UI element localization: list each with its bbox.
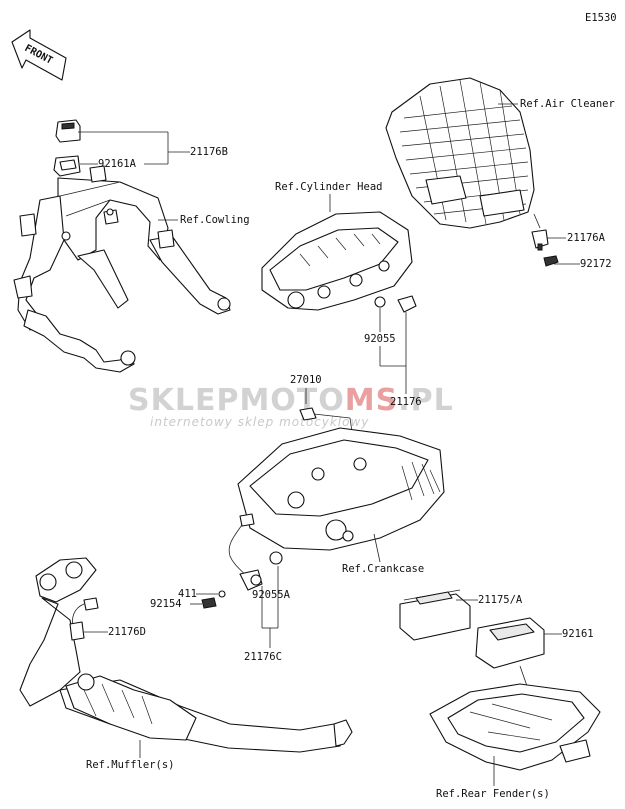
watermark-brand-suffix: .PL [398, 383, 454, 418]
label-ref-muffler: Ref.Muffler(s) [86, 759, 175, 771]
svg-text:SKLEPMOTOMS.PL: SKLEPMOTOMS.PL [128, 383, 454, 418]
label-27010: 27010 [290, 374, 322, 386]
label-21176C: 21176C [244, 651, 282, 663]
screw-92172 [543, 255, 559, 267]
label-21175A: 21175/A [478, 594, 523, 606]
grommet-411 [218, 590, 226, 598]
label-ref-air-cleaner: Ref.Air Cleaner [520, 98, 615, 110]
label-ref-crankcase: Ref.Crankcase [342, 563, 424, 575]
sensor-21176C [228, 513, 263, 591]
ecu-21175A [399, 589, 471, 641]
label-92172: 92172 [580, 258, 612, 270]
watermark: SKLEPMOTOMS.PL internetowy sklep motocyk… [128, 383, 454, 429]
watermark-brand-prefix: SKLEP [128, 383, 239, 418]
label-92154: 92154 [150, 598, 182, 610]
frame-cowling-stay [13, 165, 231, 373]
label-ref-cowling: Ref.Cowling [180, 214, 250, 226]
sensor-21176-head [397, 295, 417, 313]
watermark-tagline: internetowy sklep motocyklowy [150, 415, 369, 429]
washer-92055 [374, 296, 386, 308]
label-92161: 92161 [562, 628, 594, 640]
holder-92161A [53, 155, 81, 177]
label-21176B: 21176B [190, 146, 228, 158]
sensor-21176B [55, 119, 81, 143]
label-92055A: 92055A [252, 589, 291, 601]
label-ref-rear-fender: Ref.Rear Fender(s) [436, 788, 550, 800]
watermark-brand-accent: MS [345, 383, 398, 418]
bolt-92154 [201, 597, 217, 609]
sensor-21176A [531, 229, 549, 251]
label-21176: 21176 [390, 396, 422, 408]
label-411: 411 [178, 588, 197, 600]
label-92161A: 92161A [98, 158, 137, 170]
front-arrow-icon: FRONT [11, 29, 67, 81]
label-21176D: 21176D [108, 626, 146, 638]
label-92055: 92055 [364, 333, 396, 345]
rear-fender [429, 683, 601, 771]
holder-92161 [475, 617, 545, 669]
washer-92055A [269, 551, 283, 565]
nut-27010 [299, 407, 317, 421]
crankcase [237, 427, 445, 551]
muffler [19, 557, 353, 753]
cylinder-head [261, 211, 413, 311]
sensor-21176D [69, 597, 99, 641]
watermark-brand-middle: MOTO [239, 383, 344, 418]
diagram-code: E1530 [585, 12, 617, 24]
label-21176A: 21176A [567, 232, 606, 244]
label-ref-cylinder-head: Ref.Cylinder Head [275, 181, 382, 193]
air-cleaner [385, 77, 535, 229]
